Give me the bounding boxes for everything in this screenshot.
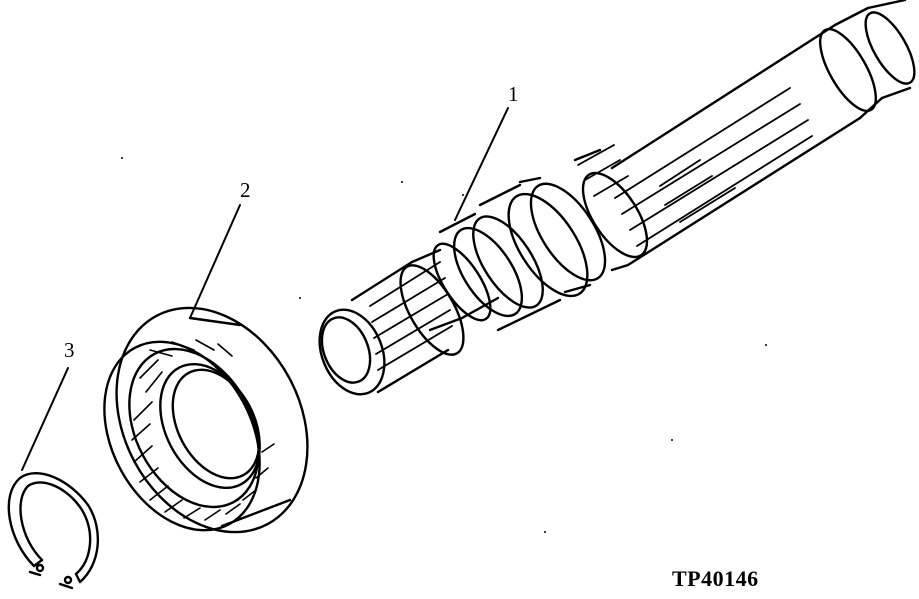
callout-label-1: 1 [508, 82, 519, 106]
shaft [318, 0, 916, 396]
callout-label-2: 2 [240, 178, 251, 202]
leader-lines [21, 107, 509, 471]
figure-reference-code: TP40146 [672, 566, 759, 591]
roller-bearing [103, 306, 309, 534]
callout-label-3: 3 [64, 338, 75, 362]
leader-line-2 [189, 204, 241, 319]
snap-ring [7, 472, 100, 590]
scan-specks [121, 157, 767, 533]
leader-line-1 [454, 107, 509, 221]
leader-line-3 [21, 367, 69, 471]
